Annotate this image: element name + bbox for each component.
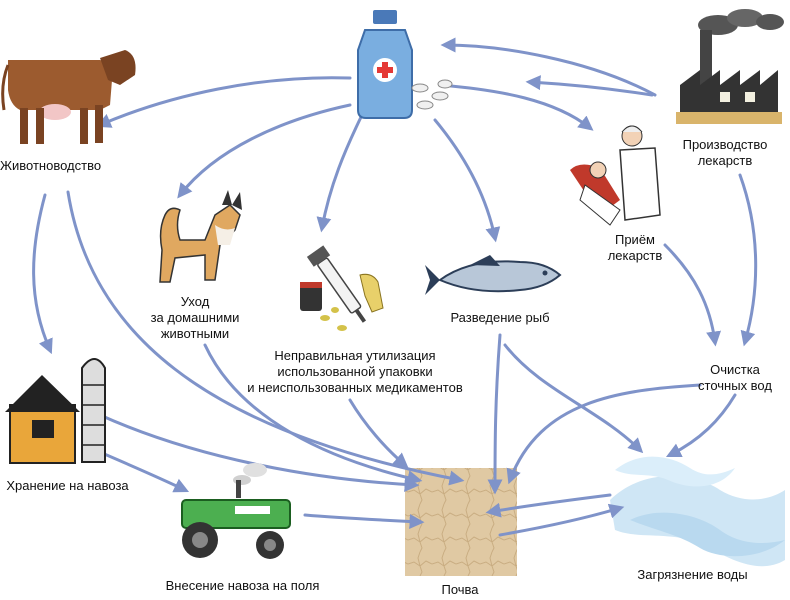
label-water-pollution: Загрязнение воды [637, 567, 748, 582]
water-icon [610, 456, 785, 567]
arrow-production-to-bottle [440, 37, 657, 97]
label-drug-production: Производство лекарств [682, 137, 768, 168]
arrow-fish-to-soil [487, 333, 503, 495]
label-manure-storage: Хранение на навоза [6, 478, 129, 493]
factory-icon [676, 9, 784, 124]
arrow-bottle-to-fish [433, 118, 501, 243]
arrow-bottle-to-pets [177, 103, 352, 199]
arrow-livestock-to-barn [32, 193, 53, 355]
label-drug-intake: Приём лекарств [607, 232, 663, 263]
doctor-patient-icon [570, 125, 661, 226]
arrow-disposal-to-soil [348, 398, 409, 468]
arrow-production-to-intake [525, 75, 654, 97]
arrow-soil-to-water [498, 503, 625, 537]
tractor-icon [181, 463, 291, 559]
arrow-production-to-wastewater [738, 173, 758, 347]
arrow-wastewater-to-water [665, 393, 737, 458]
label-pets: Уход за домашними животными [150, 294, 240, 341]
arrow-tractor-to-soil [303, 513, 425, 529]
arrow-pets-to-soil [203, 343, 423, 485]
arrow-livestock-to-soil [66, 190, 465, 486]
arrow-water-to-soil [485, 493, 612, 518]
arrow-bottle-to-disposal [316, 113, 364, 233]
soil-icon [405, 468, 517, 576]
label-livestock: Животноводство [0, 158, 102, 173]
label-disposal: Неправильная утилизация использованной у… [247, 348, 463, 395]
fish-icon [425, 255, 562, 295]
syringe-pills-icon [300, 245, 384, 331]
label-wastewater-treatment: Очистка сточных вод [698, 362, 772, 393]
cow-icon [1, 50, 136, 144]
barn-icon [5, 358, 106, 464]
arrow-intake-to-wastewater [663, 243, 722, 347]
label-fish-farming: Разведение рыб [450, 310, 550, 325]
arrow-wastewater-to-soil [506, 383, 702, 485]
label-soil: Почва [441, 582, 479, 597]
label-manure-application: Внесение навоза на поля [165, 578, 320, 593]
arrow-bottle-to-intake [438, 83, 594, 131]
dog-icon [159, 190, 242, 283]
arrow-fish-to-water [503, 343, 644, 454]
medicine-bottle-icon [357, 10, 453, 119]
arrow-bottle-to-livestock [95, 76, 352, 128]
